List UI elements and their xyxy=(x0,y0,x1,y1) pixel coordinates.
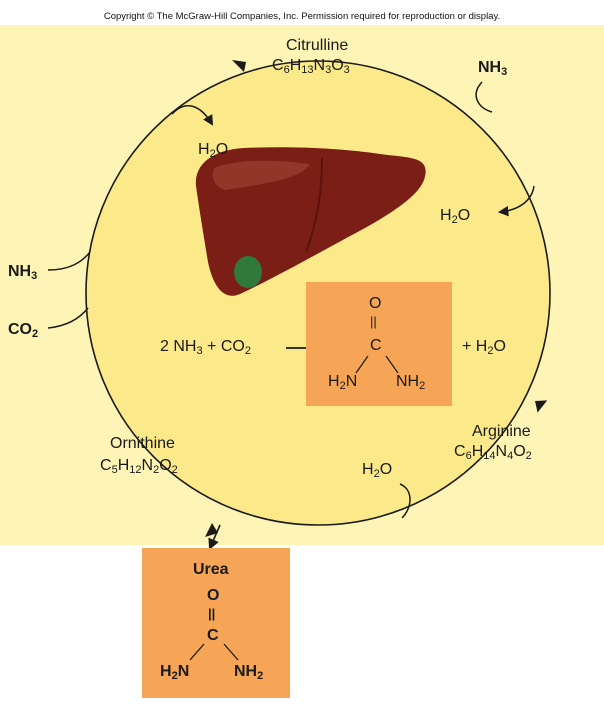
arginine-label: Arginine xyxy=(472,423,531,440)
bond-left-urea xyxy=(189,643,205,661)
ornithine-label: Ornithine xyxy=(110,435,175,452)
gallbladder xyxy=(234,256,262,288)
arginine-formula: C6H14N4O2 xyxy=(454,443,532,462)
copyright-notice: Copyright © The McGraw-Hill Companies, I… xyxy=(103,11,501,22)
arrow-nh3-in-left xyxy=(47,251,91,271)
water-top-left: H2O xyxy=(198,141,229,160)
water-right: H2O xyxy=(440,207,471,226)
ornithine-formula: C5H12N2O2 xyxy=(100,457,178,476)
water-bottom: H2O xyxy=(362,461,393,480)
urea-double-bond: || xyxy=(208,606,216,621)
nh3-input-top: NH3 xyxy=(478,59,508,78)
reaction-byproduct: + H2O xyxy=(462,338,506,357)
bond-right-center xyxy=(385,355,399,374)
urea-oxygen: O xyxy=(207,587,220,604)
urea-amine-left: H2N xyxy=(328,373,358,392)
citrulline-label: Citrulline xyxy=(286,37,349,54)
nh3-input-left: NH3 xyxy=(8,263,38,282)
urea-product-box xyxy=(306,282,452,406)
bond-left-center xyxy=(355,355,369,374)
reaction-reactants: 2 NH3 + CO2 xyxy=(160,338,251,357)
urea-structure-output: O || C H2N NH2 xyxy=(142,548,290,698)
arrow-water-out-right xyxy=(497,185,535,217)
arrow-water-bottom xyxy=(399,483,411,519)
urea-carbon: C xyxy=(370,337,382,354)
arrow-water-top-left xyxy=(171,104,214,126)
arrow-nh3-in-top xyxy=(475,81,493,113)
urea-output-box xyxy=(142,548,290,698)
urea-carbon: C xyxy=(207,627,219,644)
arrowhead-right xyxy=(535,400,548,413)
arrow-to-urea xyxy=(208,524,221,551)
arrowhead-top xyxy=(232,60,246,72)
co2-input-left: CO2 xyxy=(8,321,39,340)
bond-right-urea xyxy=(223,643,239,661)
arrowhead-bottom-left xyxy=(205,523,218,537)
citrulline-formula: C6H13N3O3 xyxy=(272,57,350,76)
urea-structure-center: O || C H2N NH2 xyxy=(306,282,452,406)
urea-double-bond: || xyxy=(370,314,377,329)
urea-title: Urea xyxy=(193,561,229,578)
arrow-co2-in-left xyxy=(47,307,89,329)
urea-oxygen: O xyxy=(369,295,382,312)
urea-amine-right: NH2 xyxy=(234,663,264,682)
urea-amine-left: H2N xyxy=(160,663,190,682)
liver-illustration xyxy=(195,147,426,296)
urea-amine-right: NH2 xyxy=(396,373,426,392)
